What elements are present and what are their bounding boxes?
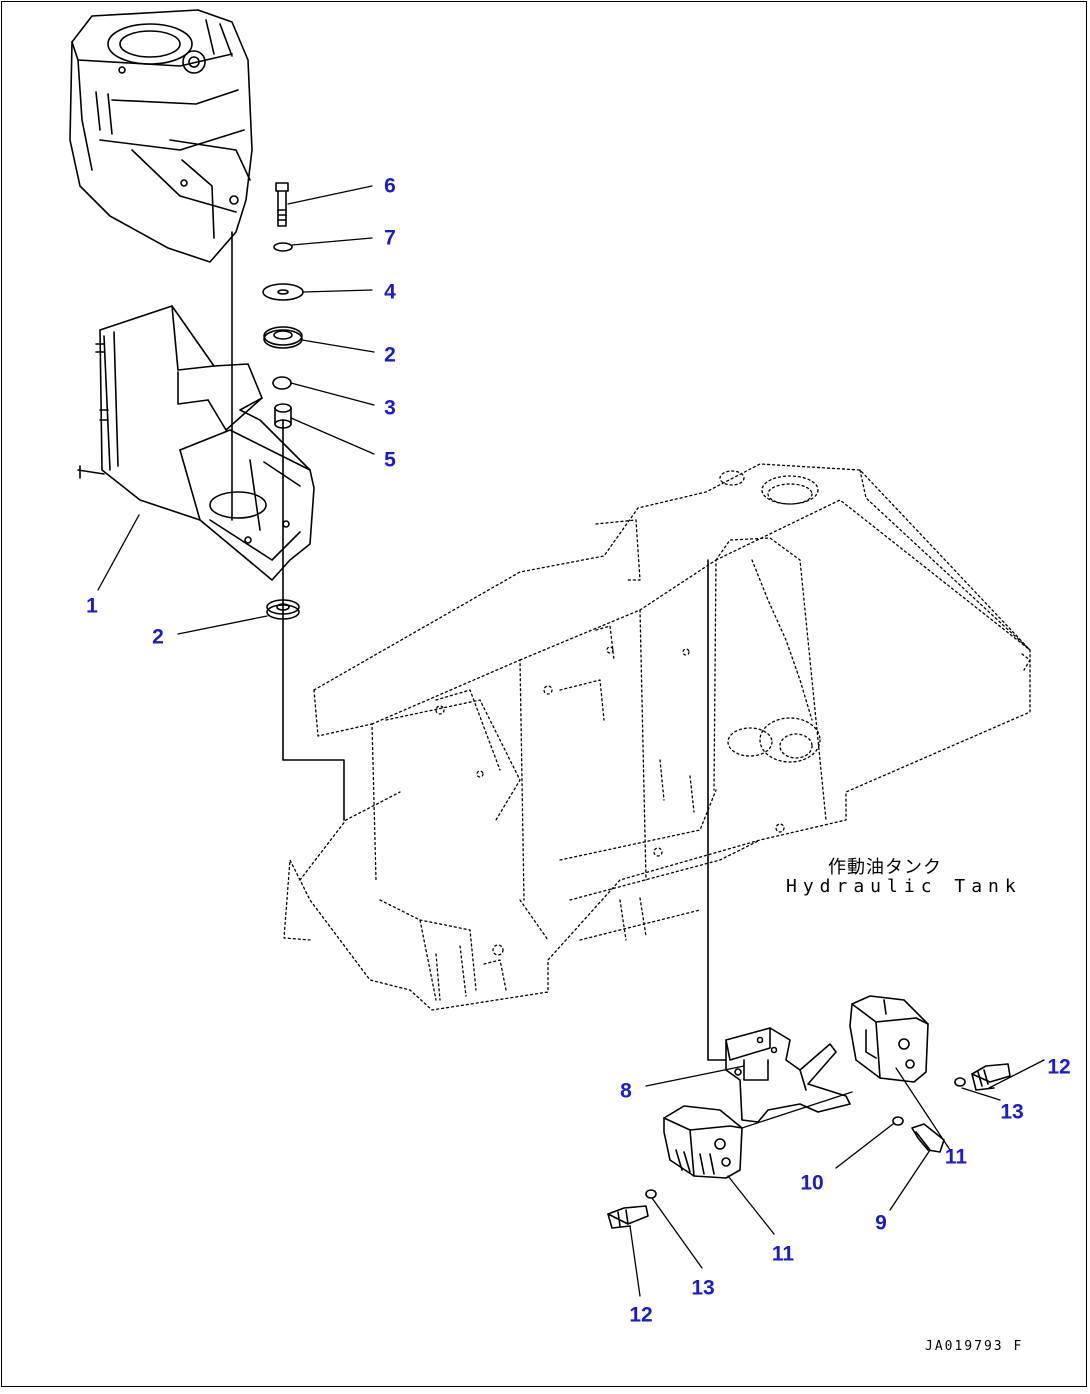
callout-2-upper[interactable]: 2 — [384, 343, 396, 367]
callout-12-lower[interactable]: 12 — [629, 1303, 653, 1327]
callout-1[interactable]: 1 — [86, 594, 98, 618]
callout-3[interactable]: 3 — [384, 396, 396, 420]
callout-8[interactable]: 8 — [620, 1079, 632, 1103]
bolt-9-drawing — [911, 1123, 945, 1153]
tank-label-japanese: 作動油タンク — [828, 857, 942, 878]
axis-line-3 — [707, 559, 727, 1061]
drawing-code: JA019793 F — [925, 1339, 1024, 1354]
bracket-8-drawing — [725, 1027, 851, 1123]
washer-7-drawing — [273, 242, 293, 252]
tank-label-english: Hydraulic Tank — [786, 876, 1022, 897]
callout-9[interactable]: 9 — [875, 1211, 887, 1235]
mount-2-top-drawing — [263, 326, 303, 349]
o-ring-3-drawing — [272, 376, 292, 390]
bolt-12-lower-drawing — [607, 1205, 649, 1229]
washer-10-drawing — [892, 1116, 904, 1126]
callout-4[interactable]: 4 — [384, 280, 396, 304]
callout-5[interactable]: 5 — [384, 448, 396, 472]
callout-7[interactable]: 7 — [384, 226, 396, 250]
clamp-11-upper-drawing — [849, 995, 929, 1083]
callout-13-right[interactable]: 13 — [1000, 1100, 1024, 1124]
washer-13-lower-drawing — [645, 1189, 657, 1199]
callout-11-lower[interactable]: 11 — [771, 1242, 795, 1266]
hydraulic-tank-drawing — [283, 463, 1031, 1011]
collar-5-drawing — [274, 403, 292, 429]
axis-line-2 — [282, 419, 345, 821]
callout-6[interactable]: 6 — [384, 174, 396, 198]
callout-10[interactable]: 10 — [800, 1171, 824, 1195]
bolt-6-drawing — [275, 182, 289, 227]
washer-13-upper-drawing — [954, 1077, 966, 1087]
callout-12-right[interactable]: 12 — [1047, 1055, 1071, 1079]
bracket-1-drawing — [77, 305, 315, 581]
callout-2-lower[interactable]: 2 — [152, 625, 164, 649]
transmission-housing — [69, 9, 253, 263]
callout-13-lower[interactable]: 13 — [691, 1276, 715, 1300]
cushion-4-drawing — [262, 283, 304, 301]
bolt-12-upper-drawing — [971, 1063, 1011, 1091]
leader-lines — [97, 185, 1045, 1297]
clamp-11-lower-drawing — [663, 1105, 743, 1179]
mount-2-bottom-drawing — [266, 599, 300, 620]
callout-11-right[interactable]: 11 — [944, 1145, 968, 1169]
